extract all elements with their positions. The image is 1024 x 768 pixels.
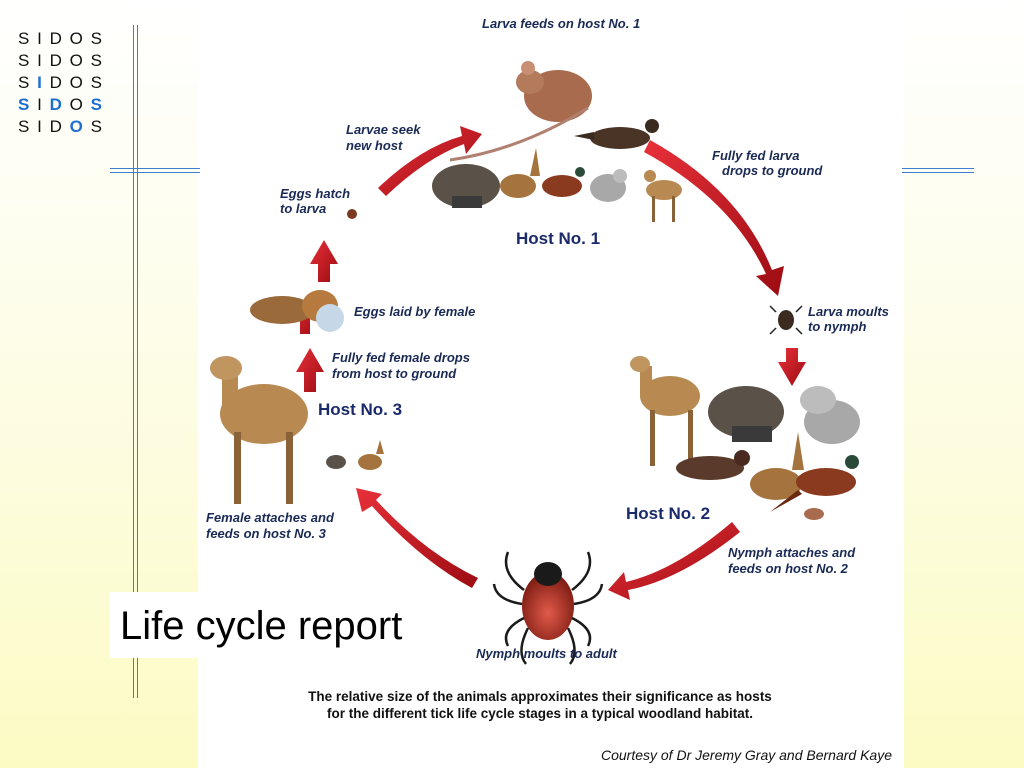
logo-letter: O bbox=[69, 73, 83, 92]
logo-letter: I bbox=[37, 73, 42, 92]
logo-letter: S bbox=[90, 73, 102, 92]
host3-label: Host No. 3 bbox=[318, 400, 402, 419]
label-nymph-moults: Nymph moults to adult bbox=[476, 646, 618, 661]
logo-letter: S bbox=[90, 117, 102, 136]
vertical-rule bbox=[133, 25, 138, 698]
credit-line: Courtesy of Dr Jeremy Gray and Bernard K… bbox=[601, 747, 892, 763]
deer-icon bbox=[630, 356, 700, 466]
logo-letter: O bbox=[69, 95, 83, 114]
logo-letter: S bbox=[18, 95, 30, 114]
note-line-1: The relative size of the animals approxi… bbox=[308, 689, 772, 704]
label-nymph-attaches-2: feeds on host No. 2 bbox=[728, 561, 849, 576]
label-fully-fed-larva-2: drops to ground bbox=[722, 163, 823, 178]
mouse-icon bbox=[804, 508, 824, 520]
logo-letter: S bbox=[18, 29, 30, 48]
deer-icon bbox=[644, 170, 682, 222]
squirrel-icon bbox=[800, 386, 860, 444]
logo-letter: D bbox=[49, 117, 62, 136]
arrow-female-drops bbox=[296, 348, 324, 392]
logo-letter: D bbox=[49, 51, 62, 70]
logo-letter: D bbox=[49, 29, 62, 48]
label-female-attaches-2: feeds on host No. 3 bbox=[206, 526, 327, 541]
hedgehog-icon bbox=[326, 455, 346, 469]
arrow-larvae-seek-host bbox=[378, 126, 482, 196]
eggs-icon bbox=[250, 290, 344, 332]
tick-stages bbox=[250, 209, 803, 665]
adult-tick-icon bbox=[492, 551, 604, 665]
hare-icon bbox=[500, 148, 540, 198]
note-line-2: for the different tick life cycle stages… bbox=[327, 706, 753, 721]
label-fully-fed-larva-1: Fully fed larva bbox=[712, 148, 799, 163]
hare-icon bbox=[358, 440, 384, 470]
logo-letter: I bbox=[37, 51, 42, 70]
logo-letter: D bbox=[49, 95, 62, 114]
horizontal-rule-left bbox=[110, 168, 200, 173]
logo-letter: O bbox=[69, 51, 83, 70]
host3-animals bbox=[210, 356, 384, 504]
logo-letter: O bbox=[69, 117, 83, 136]
host2-animals bbox=[630, 356, 860, 520]
logo-letter: S bbox=[90, 95, 102, 114]
arrow-eggs-hatch bbox=[310, 240, 338, 282]
deer-icon bbox=[210, 356, 308, 504]
label-female-attaches-1: Female attaches and bbox=[206, 510, 335, 525]
label-larva-moults-1: Larva moults bbox=[808, 304, 889, 319]
logo-letter: D bbox=[49, 73, 62, 92]
label-larvae-seek-2: new host bbox=[346, 138, 403, 153]
label-eggs-hatch-1: Eggs hatch bbox=[280, 186, 350, 201]
logo-letter: S bbox=[90, 51, 102, 70]
larva-tick-icon bbox=[347, 209, 357, 219]
mouse-icon bbox=[449, 61, 592, 162]
label-larva-moults-2: to nymph bbox=[808, 319, 867, 334]
hedgehog-icon bbox=[708, 386, 784, 442]
pheasant-icon bbox=[770, 455, 859, 512]
arrow-nymph-attaches bbox=[608, 522, 740, 600]
logo-letter: I bbox=[37, 29, 42, 48]
pheasant-icon bbox=[542, 167, 585, 197]
logo-letter: S bbox=[90, 29, 102, 48]
hedgehog-icon bbox=[432, 164, 500, 208]
squirrel-icon bbox=[590, 169, 627, 202]
label-eggs-hatch-2: to larva bbox=[280, 201, 326, 216]
logo-letter: O bbox=[69, 29, 83, 48]
host1-label: Host No. 1 bbox=[516, 229, 600, 248]
label-fully-fed-female-2: from host to ground bbox=[332, 366, 457, 381]
title-box bbox=[110, 592, 444, 658]
logo-letter: S bbox=[18, 117, 30, 136]
label-larva-feeds: Larva feeds on host No. 1 bbox=[482, 16, 640, 31]
arrow-nymph-to-adult bbox=[356, 488, 478, 588]
logo-letter: I bbox=[37, 117, 42, 136]
label-nymph-attaches-1: Nymph attaches and bbox=[728, 545, 856, 560]
host2-label: Host No. 2 bbox=[626, 504, 710, 523]
host1-animals bbox=[432, 61, 682, 222]
slide-title: Life cycle report bbox=[120, 604, 403, 648]
logo-letter: S bbox=[18, 73, 30, 92]
label-eggs-laid: Eggs laid by female bbox=[354, 304, 475, 319]
blackbird-icon bbox=[676, 450, 750, 480]
arrow-larva-drops bbox=[644, 140, 784, 296]
label-larvae-seek-1: Larvae seek bbox=[346, 122, 421, 137]
logo-letter: S bbox=[18, 51, 30, 70]
horizontal-rule-right bbox=[902, 168, 974, 173]
label-fully-fed-female-1: Fully fed female drops bbox=[332, 350, 470, 365]
nymph-tick-icon bbox=[769, 305, 803, 335]
hare-icon bbox=[750, 432, 804, 500]
logo-letter: I bbox=[37, 95, 42, 114]
arrow-larva-to-nymph bbox=[778, 348, 806, 386]
blackbird-icon bbox=[574, 119, 659, 149]
